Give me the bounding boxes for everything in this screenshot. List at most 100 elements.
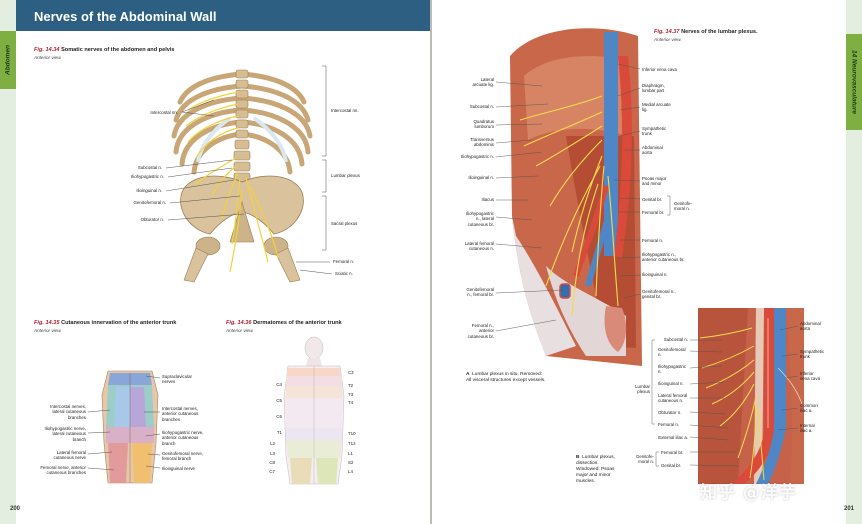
label-dermatome-t12: T12 [348, 441, 356, 446]
label-iliacus: Iliacus [481, 197, 494, 202]
label-femoral-anterior-cutaneous: Femoral nerve, anterior cutaneous branch… [40, 465, 86, 476]
label-femoral-n: Femoral n. [642, 238, 663, 243]
figure-view: Anterior view. [34, 328, 62, 333]
right-page: 14 Neurovasculature Fig. 14.37 Nerves of… [432, 0, 862, 524]
caption-b: B Lumbar plexus, dissection. Windowed: P… [576, 455, 636, 485]
figure-caption: Somatic nerves of the abdomen and pelvis [61, 47, 175, 53]
section-tab-marker [846, 34, 862, 130]
label-ilioinguinal-n: Ilioinguinal n. [468, 175, 494, 180]
label-b-obturator-n: Obturator n. [658, 410, 682, 415]
label-b-abdominal-aorta: Abdominal aorta [800, 321, 821, 332]
label-dermatome-t4: T4 [348, 400, 354, 405]
caption-a: A Lumbar plexus in situ. Removed: All vi… [466, 372, 545, 384]
label-ilioinguinal-nerve: Ilioinguinal nerve [162, 466, 195, 471]
figure-view: Anterior view. [226, 328, 254, 333]
label-b-femoral-n: Femoral n. [658, 422, 679, 427]
label-femoral-anterior-cutaneous-br: Femoral n., anterior cutaneous br. [467, 323, 494, 339]
leader-lines [651, 325, 799, 467]
label-intercostal-nn-right: Intercostal nn. [331, 108, 359, 113]
page-number: 201 [843, 506, 854, 512]
label-intercostal-anterior-branches: Intercostal nerves, anterior cutaneous b… [162, 406, 199, 422]
label-genital-br: Genital br. [642, 197, 663, 202]
leader-lines [495, 63, 671, 332]
figure-title: Fig. 14.34 Somatic nerves of the abdomen… [34, 47, 175, 53]
figure-view: Anterior view. [34, 55, 62, 60]
left-page: Nerves of the Abdominal Wall Abdomen Fig… [0, 0, 430, 524]
label-b-sympathetic-trunk: Sympathetic trunk [800, 349, 825, 360]
label-obturator-n: Obturator n. [140, 217, 164, 222]
figure-caption: Cutaneous innervation of the anterior tr… [61, 320, 177, 326]
section-tab: 14 Neurovasculature [846, 0, 862, 524]
figure-number: Fig. 14.35 [34, 320, 60, 326]
caption-b-text: Lumbar plexus, dissection. Windowed: Pso… [576, 455, 615, 484]
label-femoral-br: Femoral br. [642, 210, 665, 215]
label-b-genitofemoral-group: Genitofe- moral n. [635, 454, 654, 465]
label-b-iliohypogastric-n: Iliohypogastric n. [658, 364, 687, 375]
lumbar-plexus-in-situ-illustration [510, 28, 642, 367]
book-gutter [430, 0, 432, 524]
figure-title: Fig. 14.37 Nerves of the lumbar plexus. [654, 29, 758, 35]
label-dermatome-c6: C6 [276, 414, 282, 419]
label-genitofemoral-femoral-branch: Genitofemoral nerve, femoral branch [162, 451, 203, 462]
label-dermatome-t10: T10 [348, 431, 356, 436]
label-supraclavicular: Supraclavicular nerves [162, 374, 193, 385]
label-subcostal-n: Subcostal n. [469, 104, 494, 109]
label-genitofemoral-genital-br: Genitofemoral n., genital br. [642, 289, 676, 300]
figure-title: Fig. 14.36 Dermatomes of the anterior tr… [226, 320, 342, 326]
caption-a-text: Lumbar plexus in situ. Removed: All visc… [466, 372, 546, 383]
figure-caption: Nerves of the lumbar plexus. [681, 29, 758, 35]
label-b-external-iliac-a: External iliac a. [658, 435, 688, 440]
label-dermatome-c5: C5 [276, 398, 282, 403]
label-b-internal-iliac-a: Internal iliac a. [800, 423, 815, 434]
figure-title: Fig. 14.35 Cutaneous innervation of the … [34, 320, 176, 326]
label-sacral-plexus: Sacral plexus [331, 221, 358, 226]
label-transversus-abdominis: Transversus abdominis [470, 137, 494, 148]
label-dermatome-l1: L1 [348, 451, 353, 456]
label-genitofemoral-n: Genitofemoral n. [133, 200, 166, 205]
label-sciatic-n: Sciatic n. [335, 271, 353, 276]
label-intercostal-lateral-branches: Intercostal nerves, lateral cutaneous br… [50, 404, 86, 420]
label-genitofemoral-bracket: Genitofe- moral n. [674, 201, 693, 212]
skeleton-illustration [171, 69, 313, 283]
label-intercostal-nn: Intercostal nn. [150, 110, 178, 115]
label-b-femoral-br: Femoral br. [661, 450, 684, 455]
label-ilioinguinal-n: Ilioinguinal n. [136, 188, 162, 193]
label-iliohypogastric-lateral-br: Iliohypogastric n., lateral cutaneous br… [465, 211, 494, 227]
label-medial-arcuate-lig: Medial arcuate lig. [642, 102, 671, 113]
label-dermatome-c4: C4 [276, 382, 282, 387]
label-dermatome-s2: S2 [348, 460, 354, 465]
figure-number: Fig. 14.34 [34, 47, 60, 53]
label-b-common-iliac-a: Common iliac a. [800, 403, 818, 414]
bracket-lines [165, 65, 333, 275]
lumbar-plexus-dissection-illustration [698, 308, 804, 484]
caption-a-letter: A [466, 372, 470, 377]
dermatome-illustration [283, 336, 345, 485]
label-dermatome-t3: T3 [348, 392, 354, 397]
bracket-lines [87, 375, 161, 471]
label-dermatome-l3: L3 [270, 451, 275, 456]
label-lateral-femoral-cutaneous: Lateral femoral cutaneous nerve [53, 450, 86, 461]
label-iliohypogastric-n: Iliohypogastric n. [461, 154, 494, 159]
label-dermatome-c7: C7 [269, 469, 275, 474]
label-diaphragm-lumbar-part: Diaphragm, lumbar part [642, 83, 665, 94]
label-iliohypogastric-anterior-br: Iliohypogastric n., anterior cutaneous b… [642, 252, 685, 263]
figure-view: Anterior view. [654, 37, 682, 42]
page-header-bar: Nerves of the Abdominal Wall [0, 0, 430, 31]
section-tab-marker [0, 31, 16, 89]
label-lateral-femoral-cutaneous-n: Lateral femoral cutaneous n. [464, 241, 494, 252]
label-psoas-major-minor: Psoas major and minor [642, 176, 667, 187]
page-number: 200 [10, 506, 21, 512]
label-lumbar-plexus: Lumbar plexus [331, 173, 360, 178]
label-femoral-n: Femoral n. [333, 259, 354, 264]
label-dermatome-t2: T2 [348, 383, 354, 388]
label-b-ilioinguinal-n: Ilioinguinal n. [658, 381, 684, 386]
caption-b-letter: B [576, 455, 580, 460]
label-b-inferior-vena-cava: Inferior vena cava [800, 371, 821, 382]
label-quadratus-lumborum: Quadratus lumborum [473, 119, 494, 130]
page-title: Nerves of the Abdominal Wall [34, 9, 217, 24]
label-lateral-arcuate-lig: Lateral arcuate lig. [472, 77, 494, 88]
label-dermatome-c8: C8 [269, 460, 275, 465]
label-iliohypogastric-lateral-branch: Iliohypogastric nerve, lateral cutaneous… [44, 426, 87, 442]
label-b-genital-br: Genital br. [661, 463, 682, 468]
figure-number: Fig. 14.36 [226, 320, 252, 326]
